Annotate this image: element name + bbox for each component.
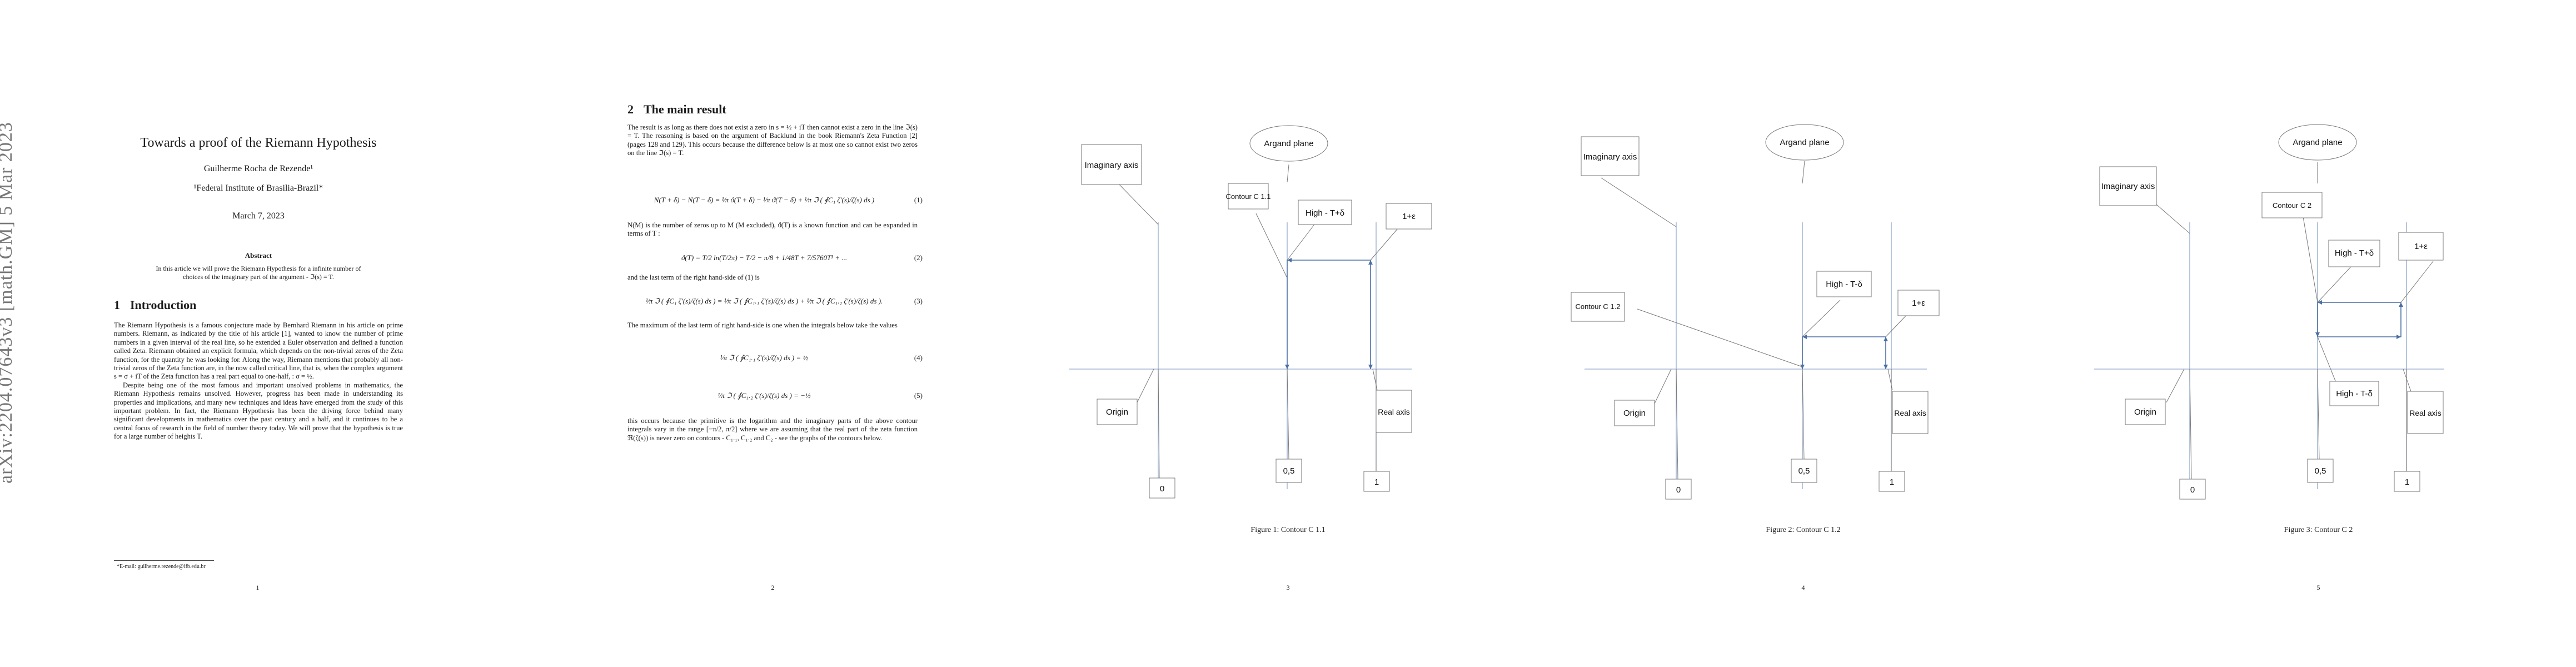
intro-paragraph-2: Despite being one of the most famous and… (114, 381, 403, 441)
real-axis-label: Real axis (1894, 409, 1926, 417)
figure-2-diagram: Argand plane Imaginary axis Contour C 1.… (1571, 124, 1940, 500)
paragraph-text: N(M) is the number of zeros up to M (M e… (627, 221, 918, 238)
paragraph-text: and the last term of the right hand-side… (627, 273, 760, 281)
tick-zero-label: 0 (1676, 485, 1681, 495)
high-label: High - T-δ (1826, 280, 1862, 289)
one-eps-label: 1+ε (1402, 212, 1416, 221)
intro-paragraph-1: The Riemann Hypothesis is a famous conje… (114, 321, 403, 381)
imaginary-axis-label: Imaginary axis (2101, 182, 2155, 191)
equation-body: ¹⁄π ℑ ( ∮C₁ ζ′(s)/ζ(s) ds ) = ¹⁄π ℑ ( ∮C… (645, 297, 883, 305)
paragraph-text: The result is as long as there does not … (627, 123, 918, 157)
page-2: 2 The main result The result is as long a… (515, 0, 1030, 667)
figure-3-caption: Figure 3: Contour C 2 (2284, 526, 2353, 534)
contour-label: Contour C 2 (2273, 201, 2311, 210)
page-number: 1 (256, 584, 260, 591)
footnote: *E-mail: guilherme.rezende@ifb.edu.br (117, 564, 206, 570)
contour-c11 (1287, 260, 1371, 369)
equation-body: N(T + δ) − N(T − δ) = ¹⁄π ϑ(T + δ) − ¹⁄π… (654, 196, 875, 204)
contour-label: Contour C 1.1 (1226, 192, 1271, 201)
paper-title: Towards a proof of the Riemann Hypothesi… (140, 136, 377, 150)
equation-number: (3) (914, 297, 923, 305)
arxiv-stamp: arXiv:2204.07643v3 [math.GM] 5 Mar 2023 (0, 122, 16, 484)
figure-1-diagram: Argand plane Imaginary axis Contour C 1.… (1069, 125, 1432, 499)
high-label: High - T+δ (1306, 208, 1344, 218)
abstract-text: In this article we will prove the Rieman… (156, 265, 361, 281)
page-number: 2 (771, 584, 775, 591)
section-title: The main result (644, 102, 726, 116)
tick-half-label: 0,5 (1283, 466, 1295, 476)
figure-1-caption: Figure 1: Contour C 1.1 (1250, 526, 1326, 534)
argand-plane-label: Argand plane (1264, 139, 1313, 148)
page-3: Argand plane Imaginary axis Contour C 1.… (1030, 0, 1546, 667)
one-eps-label: 1+ε (2414, 242, 2428, 251)
page-1: arXiv:2204.07643v3 [math.GM] 5 Mar 2023 … (0, 0, 515, 667)
imaginary-axis-label: Imaginary axis (1085, 161, 1139, 170)
main-paragraph-3: and the last term of the right hand-side… (627, 273, 918, 282)
paragraph-text: The maximum of the last term of right ha… (627, 321, 898, 329)
origin-label: Origin (1623, 409, 1646, 418)
equation-body: ¹⁄π ℑ ( ∮C₁.₂ ζ′(s)/ζ(s) ds ) = −½ (718, 391, 811, 400)
intro-body: The Riemann Hypothesis is a famous conje… (114, 321, 403, 441)
tick-zero-label: 0 (1160, 484, 1164, 494)
section-number: 1 (114, 298, 120, 312)
page-number: 3 (1286, 584, 1290, 591)
imaginary-axis-label: Imaginary axis (1583, 152, 1637, 162)
main-paragraph-2: N(M) is the number of zeros up to M (M e… (627, 221, 918, 238)
paragraph-text: this occurs because the primitive is the… (627, 417, 918, 442)
main-paragraph-5: this occurs because the primitive is the… (627, 417, 918, 442)
argand-plane-label: Argand plane (1780, 138, 1829, 147)
section-1-heading: 1 Introduction (114, 298, 196, 312)
equation-number: (4) (914, 354, 923, 362)
paper-affiliation: ¹Federal Institute of Brasilia-Brazil* (193, 183, 323, 193)
page-number: 4 (1801, 584, 1805, 591)
footnote-rule (114, 560, 214, 561)
page-5: Argand plane Imaginary axis Contour C 2 … (2061, 0, 2576, 667)
tick-zero-label: 0 (2190, 485, 2195, 495)
figure-2-caption: Figure 2: Contour C 1.2 (1766, 526, 1841, 534)
origin-label: Origin (1106, 407, 1128, 417)
abstract-heading: Abstract (245, 251, 272, 260)
real-axis-label: Real axis (2409, 409, 2442, 417)
equation-number: (1) (914, 196, 923, 204)
equation-body: ϑ(T) = T/2 ln(T/2π) − T/2 − π/8 + 1/48T … (681, 253, 848, 262)
contour-label: Contour C 1.2 (1576, 302, 1621, 311)
tick-one-label: 1 (2405, 477, 2409, 487)
tick-half-label: 0,5 (2315, 466, 2326, 476)
equation-body: ¹⁄π ℑ ( ∮C₁.₁ ζ′(s)/ζ(s) ds ) = ½ (720, 354, 809, 362)
section-2-heading: 2 The main result (627, 102, 726, 117)
page-number: 5 (2316, 584, 2320, 591)
equation-number: (2) (914, 253, 923, 262)
high-plus-label: High - T+δ (2335, 248, 2374, 258)
contour-c12 (1802, 336, 1886, 369)
page-4: Argand plane Imaginary axis Contour C 1.… (1546, 0, 2061, 667)
one-eps-label: 1+ε (1912, 298, 1925, 308)
tick-one-label: 1 (1374, 477, 1379, 487)
figure-3-diagram: Argand plane Imaginary axis Contour C 2 … (2094, 124, 2444, 500)
tick-one-label: 1 (1890, 477, 1894, 487)
high-minus-label: High - T-δ (2336, 389, 2373, 399)
main-paragraph-4: The maximum of the last term of right ha… (627, 321, 918, 330)
argand-plane-label: Argand plane (2293, 138, 2342, 147)
origin-label: Origin (2134, 407, 2156, 417)
section-number: 2 (627, 102, 634, 116)
equation-number: (5) (914, 391, 923, 400)
paper-author: Guilherme Rocha de Rezende¹ (203, 164, 313, 173)
contour-c2 (2317, 302, 2401, 337)
paper-date: March 7, 2023 (232, 211, 285, 221)
real-axis-label: Real axis (1378, 407, 1410, 416)
section-title: Introduction (130, 298, 197, 312)
main-paragraph-1: The result is as long as there does not … (627, 123, 918, 158)
tick-half-label: 0,5 (1798, 466, 1810, 476)
